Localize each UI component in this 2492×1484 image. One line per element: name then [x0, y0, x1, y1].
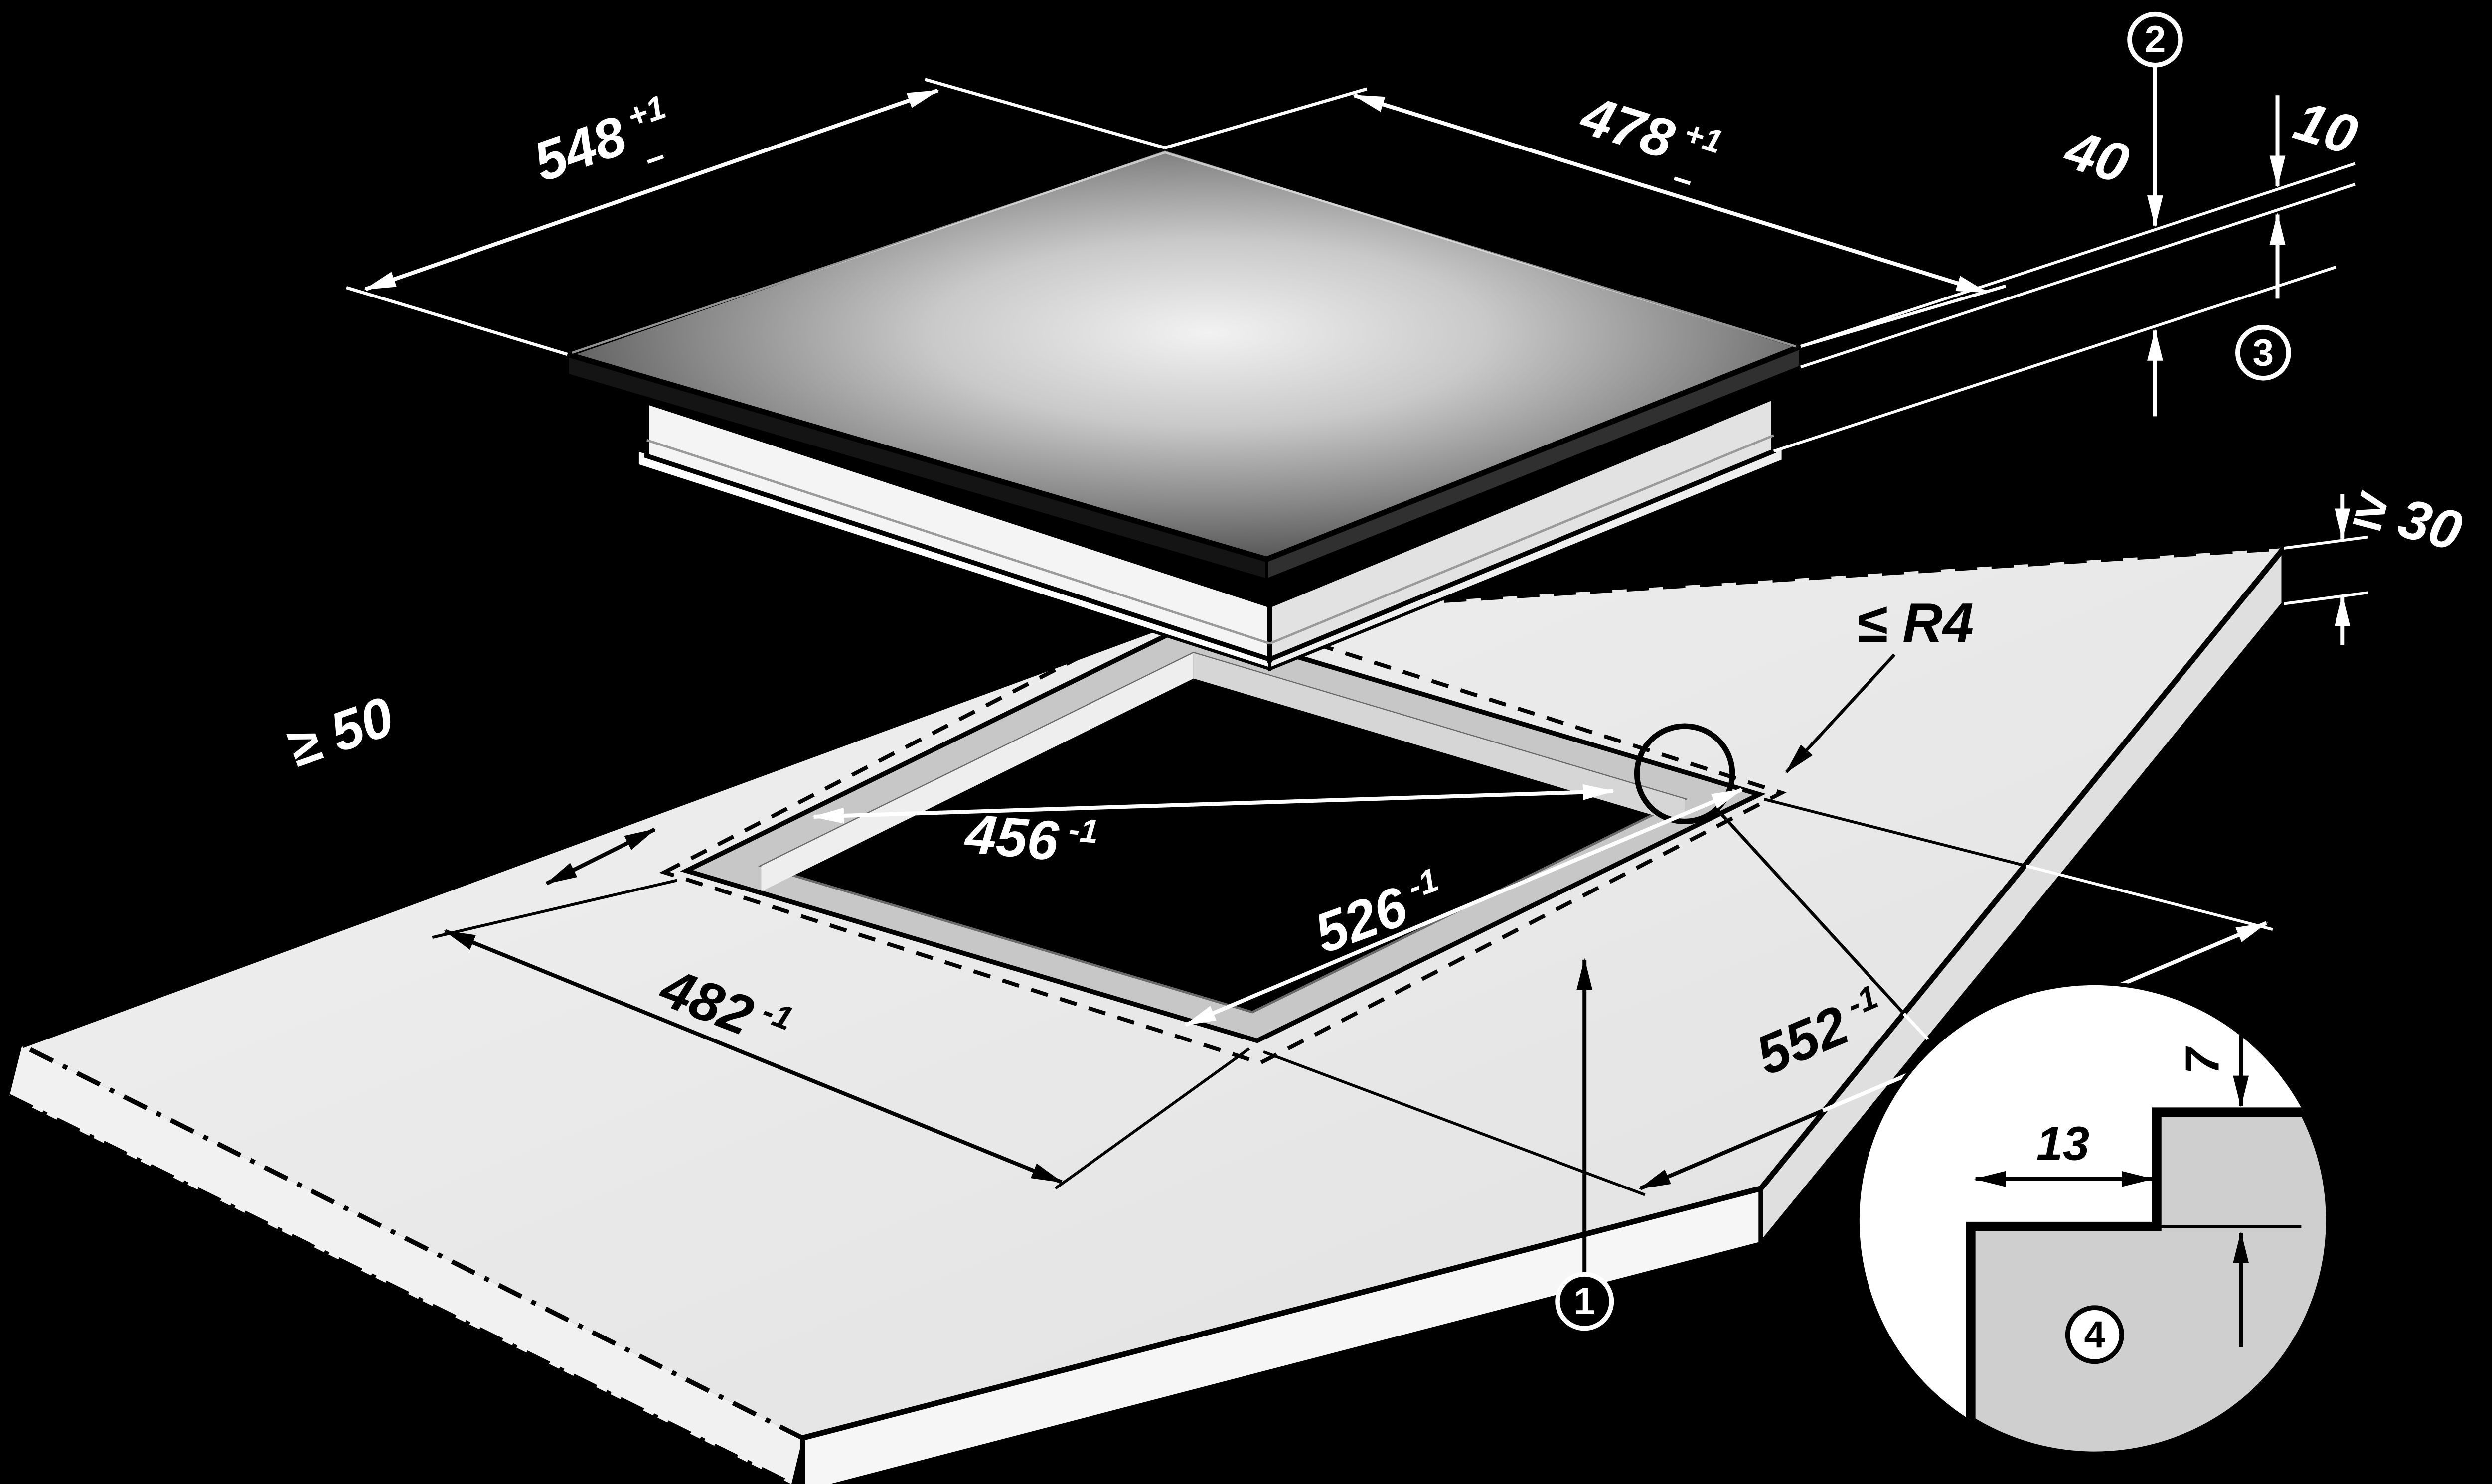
svg-text:4: 4: [2084, 1314, 2106, 1356]
step-profile: [1966, 1107, 2330, 1456]
dim-30-ext-1: [2283, 535, 2368, 550]
worktop-left-cut-bottom-dashdot: [8, 1094, 793, 1484]
ext-glass-top-plane: [1800, 162, 2356, 348]
dim-548-ext-1: [346, 286, 568, 356]
worktop-left-end-face: [9, 1045, 803, 1484]
dim-r4-label: ≤ R4: [1857, 592, 1974, 654]
svg-text:2: 2: [2145, 18, 2166, 61]
cutout-back-left-wall: [761, 653, 1194, 891]
callouts: 2 3 1: [1555, 11, 2291, 1331]
callout-1: 1: [1555, 1272, 1614, 1331]
callout-3: 3: [2235, 325, 2291, 381]
detail-leader-b: [1902, 1013, 1929, 1040]
dim-552-line-a: [1638, 1109, 1824, 1190]
dim-548-ext-2: [924, 78, 1166, 149]
callout-2: 2: [2127, 11, 2183, 68]
dim-7-label: 7: [2176, 1046, 2229, 1074]
ext-body-bottom-plane: [1773, 265, 2337, 453]
callout-4: 4: [2065, 1305, 2124, 1364]
dim-552-ext-1: [1263, 1050, 1646, 1196]
dim-482-ext-1: [432, 879, 678, 939]
detail-bubble: 13 7 4: [1855, 981, 2334, 1460]
dim-552-ext-2b: [2025, 864, 2273, 931]
worktop-front-edge: [801, 1186, 1762, 1441]
svg-text:3: 3: [2253, 331, 2274, 374]
dim-482-line: [443, 929, 1064, 1184]
dim-13-label: 13: [2036, 1117, 2089, 1171]
worktop-right-end-edge: [1758, 546, 2286, 1190]
hob: [558, 145, 1809, 672]
outer-dimensions: [346, 65, 2368, 645]
detail-void: [1859, 985, 2330, 1456]
dim-482-ext-2: [1054, 1047, 1250, 1190]
worktop-dimensions: [432, 653, 2273, 1287]
hob-body-seam-left: [646, 439, 1270, 645]
dim-r4-leader: [1785, 653, 1896, 773]
hob-body-seam-right: [1269, 434, 1774, 645]
dim-456-label: 456-1: [962, 802, 1100, 876]
dim-478-line: [1352, 93, 1989, 295]
worktop-left-cut-edge-dashdot: [21, 1043, 804, 1440]
cutout-back-right-wall: [1193, 653, 1685, 825]
dim-50-line: [545, 827, 656, 886]
svg-text:1: 1: [1574, 1280, 1595, 1323]
dim-30-ext-2: [2283, 591, 2368, 605]
detail-leader-a: [1716, 809, 1905, 1015]
dim-548-line: [364, 88, 939, 292]
dim-526-line: [1184, 787, 1743, 1027]
dim-552-ext-2a: [1763, 798, 2027, 868]
ext-glass-bottom-plane: [1800, 183, 2356, 369]
dim-478-ext-1: [1164, 87, 1368, 149]
